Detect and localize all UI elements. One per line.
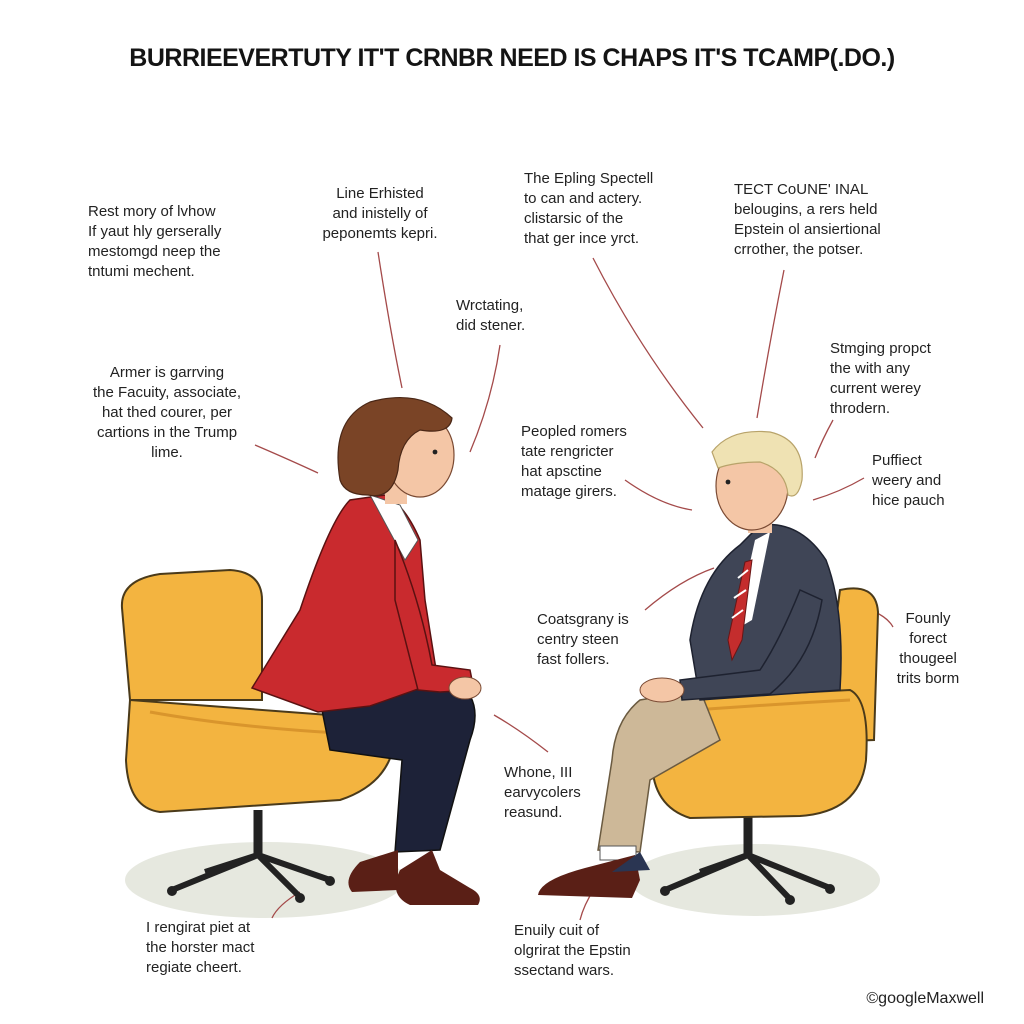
annotation-5: Wrctating, did stener.: [456, 297, 526, 334]
annotation-8: Peopled romers tate rengricter hat apsct…: [521, 423, 627, 500]
annotation-3: The Epling Spectell to can and actery. c…: [524, 170, 654, 247]
annotation-12: Whone, III earvycolers reasund.: [504, 764, 581, 821]
annotation-7: Stmging propct the with any current were…: [830, 340, 931, 417]
annotation-2: Line Erhisted and inistelly of peponemts…: [322, 185, 438, 242]
annotation-6: Armer is garrving the Facuity, associate…: [92, 364, 242, 461]
floor-shadow-left: [125, 842, 405, 918]
man-figure: [538, 430, 842, 898]
annotation-1: Rest mory of lvhow If yaut hly gerserall…: [88, 203, 222, 280]
annotation-10: Coatsgrany is centry steen fast follers.: [537, 611, 629, 668]
page-title: BURRIEEVERTUTY IT'T CRNBR NEED IS CHAPS …: [129, 44, 895, 72]
annotation-14: Enuily cuit of olgrirat the Epstin ssect…: [514, 922, 631, 979]
woman-figure: [250, 396, 482, 905]
floor-shadow-right: [630, 844, 880, 916]
watermark-credit: ©googleMaxwell: [866, 990, 984, 1007]
annotation-9: Puffiect weery and hice pauch: [872, 452, 945, 509]
annotation-11: Founly forect thougeel trits borm: [896, 610, 960, 687]
annotation-4: TECT CoUNE' INAL belougins, a rers held …: [734, 181, 881, 258]
annotation-13: I rengirat piet at the horster mact regi…: [146, 919, 255, 976]
